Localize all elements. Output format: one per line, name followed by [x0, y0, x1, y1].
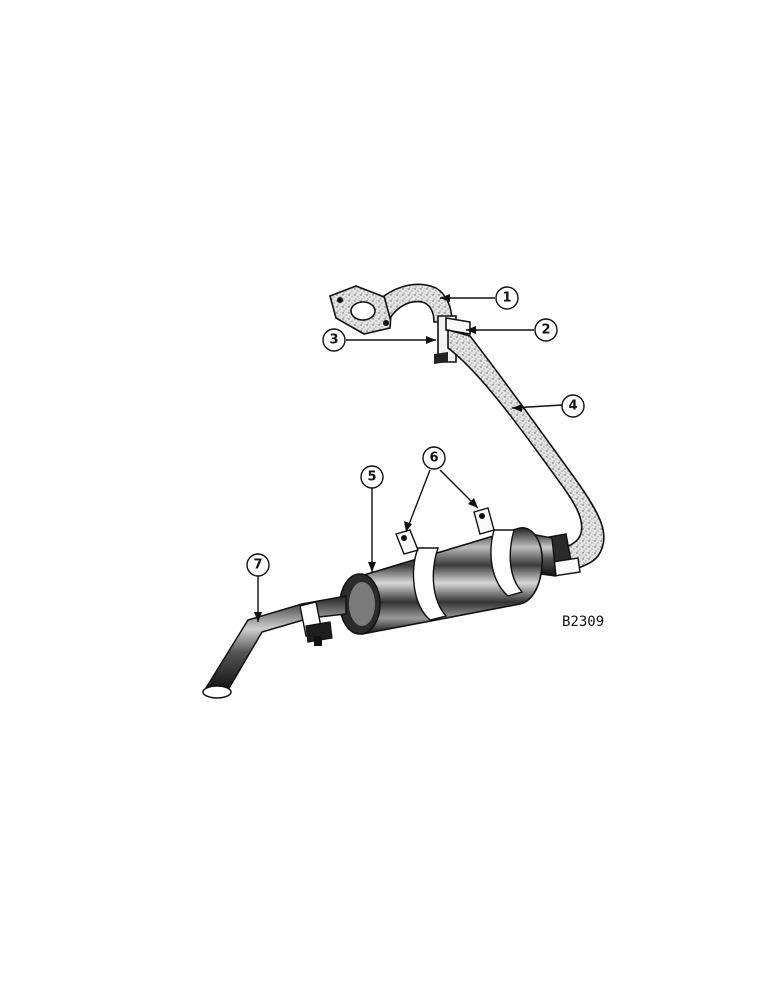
leader-lines	[254, 294, 563, 622]
svg-text:1: 1	[502, 291, 511, 306]
svg-text:6: 6	[429, 451, 438, 466]
svg-text:2: 2	[541, 323, 550, 338]
reference-code: B2309	[562, 614, 604, 630]
tail-pipe	[202, 595, 347, 699]
svg-text:4: 4	[568, 399, 577, 414]
svg-text:5: 5	[367, 470, 376, 485]
callout-5: 5	[360, 465, 384, 489]
callout-2: 2	[534, 318, 558, 342]
exhaust-flange	[329, 285, 393, 335]
svg-text:7: 7	[253, 558, 262, 573]
pipe-clamp-upper	[445, 317, 471, 335]
callout-6: 6	[422, 446, 446, 470]
callout-3: 3	[322, 328, 346, 352]
callout-7: 7	[246, 553, 270, 577]
exhaust-elbow	[383, 283, 453, 323]
muffler-strap-rear	[473, 507, 524, 597]
callout-4: 4	[561, 394, 585, 418]
svg-text:3: 3	[329, 333, 338, 348]
tail-pipe-clamp	[299, 601, 333, 646]
muffler-strap-front	[395, 529, 448, 621]
callout-1: 1	[495, 286, 519, 310]
